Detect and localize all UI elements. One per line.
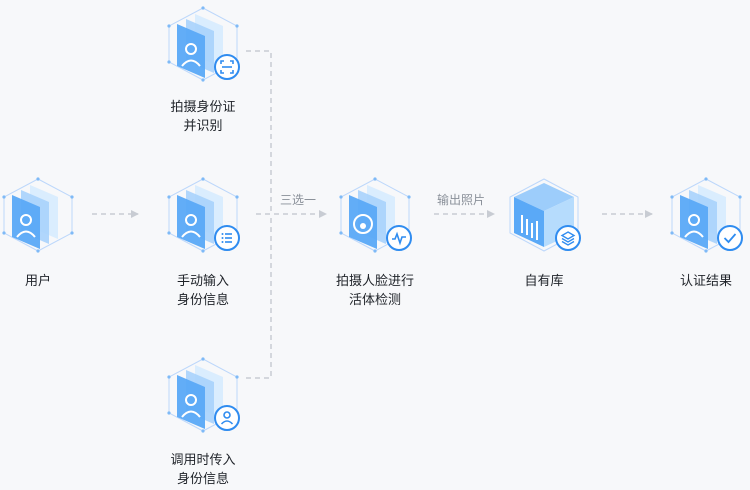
person-icon	[214, 405, 240, 431]
label-line-2: 活体检测	[348, 293, 401, 308]
label-line-1: 自有库	[524, 274, 564, 289]
scan-icon	[214, 54, 240, 80]
label-line-1: 手动输入	[176, 274, 229, 289]
liveness-node-label: 拍摄人脸进行 活体检测	[305, 272, 445, 310]
result-node-icon	[668, 176, 744, 254]
manual-input-node-label: 手动输入 身份信息	[133, 272, 273, 310]
own-db-node-label: 自有库	[474, 272, 614, 291]
user-node-label: 用户	[0, 272, 108, 291]
api-input-node-label: 调用时传入 身份信息	[133, 451, 273, 489]
edge-label-output-photo: 输出照片	[437, 193, 486, 207]
label-line-1: 调用时传入	[170, 453, 236, 468]
user-silhouette-icon	[181, 394, 201, 418]
user-silhouette-icon	[181, 214, 201, 238]
label-line-2: 并识别	[183, 119, 223, 134]
list-icon	[214, 225, 240, 251]
layers-icon	[555, 225, 581, 251]
result-node-label: 认证结果	[636, 272, 750, 291]
manual-input-node-icon	[165, 176, 241, 254]
user-card-icon	[16, 214, 36, 238]
label-line-1: 拍摄身份证	[170, 100, 236, 115]
label-line-1: 用户	[24, 274, 51, 289]
liveness-node-icon	[337, 176, 413, 254]
photo-id-node-icon	[165, 5, 241, 83]
own-db-node-icon	[506, 177, 582, 253]
label-line-2: 身份信息	[176, 472, 229, 487]
label-line-1: 认证结果	[679, 274, 732, 289]
user-node-icon	[0, 176, 76, 254]
api-input-node-icon	[165, 356, 241, 434]
edge-label-choose-one: 三选一	[280, 193, 317, 207]
check-icon	[717, 225, 743, 251]
user-silhouette-icon	[181, 43, 201, 67]
photo-id-node-label: 拍摄身份证 并识别	[133, 98, 273, 136]
label-line-2: 身份信息	[176, 293, 229, 308]
user-silhouette-icon	[684, 214, 704, 238]
face-scan-icon	[353, 214, 373, 234]
pulse-icon	[386, 225, 412, 251]
label-line-1: 拍摄人脸进行	[335, 274, 414, 289]
